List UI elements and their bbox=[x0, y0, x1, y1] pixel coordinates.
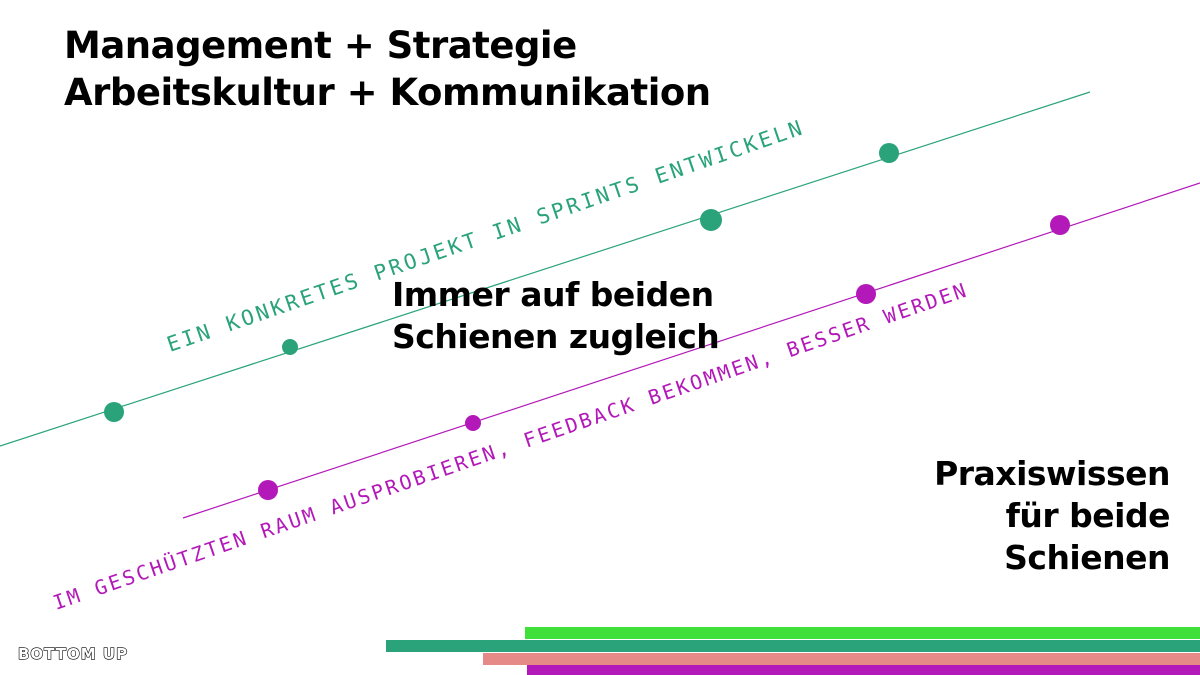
heading-line-2: Arbeitskultur + Kommunikation bbox=[64, 71, 711, 114]
green-track-line bbox=[0, 91, 1091, 447]
praxiswissen-statement: Praxiswissen für beide Schienen bbox=[934, 453, 1170, 579]
right-line-2: für beide bbox=[1005, 496, 1171, 535]
heading-line-1: Management + Strategie bbox=[64, 24, 577, 67]
slide-heading: Management + Strategie Arbeitskultur + K… bbox=[64, 22, 711, 116]
center-statement: Immer auf beiden Schienen zugleich bbox=[392, 274, 720, 358]
right-line-1: Praxiswissen bbox=[934, 454, 1170, 493]
bar-teal bbox=[386, 640, 1200, 652]
purple-track-dot bbox=[258, 480, 278, 500]
green-track-dot bbox=[700, 209, 722, 231]
purple-track-dot bbox=[1050, 215, 1070, 235]
purple-track-dot bbox=[856, 284, 876, 304]
bar-magenta bbox=[527, 665, 1200, 675]
green-track-dot bbox=[879, 143, 899, 163]
green-track-dot bbox=[282, 339, 298, 355]
bar-lime bbox=[525, 627, 1200, 639]
bottom-up-logo: BOTTOM UP bbox=[17, 644, 129, 663]
right-line-3: Schienen bbox=[1004, 538, 1170, 577]
center-line-2: Schienen zugleich bbox=[392, 317, 720, 356]
green-track-dot bbox=[104, 402, 124, 422]
purple-track-line bbox=[182, 182, 1200, 519]
center-line-1: Immer auf beiden bbox=[392, 275, 714, 314]
purple-track-dot bbox=[465, 415, 481, 431]
bar-salmon bbox=[483, 653, 1200, 665]
